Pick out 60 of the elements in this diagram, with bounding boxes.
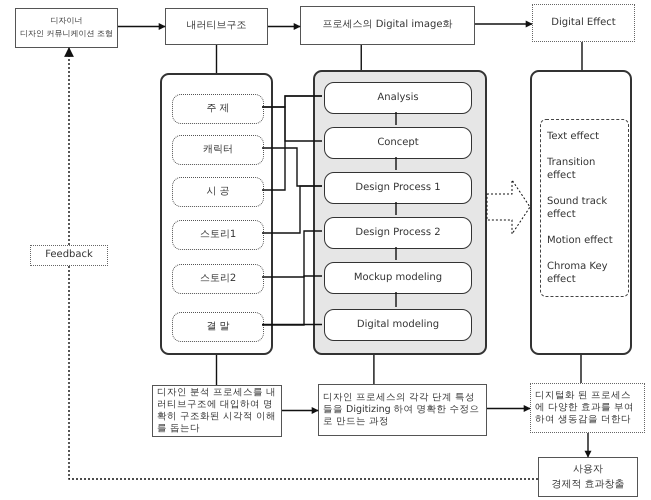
connector-line bbox=[262, 275, 322, 326]
connector-line bbox=[395, 247, 397, 260]
step-box: 결 말 bbox=[172, 312, 264, 342]
step-box: Concept bbox=[324, 127, 472, 159]
effect-list-box bbox=[540, 119, 629, 297]
step-box: Mockup modeling bbox=[324, 262, 472, 294]
arrow bbox=[282, 407, 319, 414]
effect-label: Sound track effect bbox=[547, 194, 608, 221]
arrow bbox=[475, 20, 533, 28]
arrow bbox=[118, 23, 166, 30]
box-label: 경제적 효과창출 bbox=[551, 478, 625, 492]
connector-line bbox=[68, 266, 538, 480]
connector-line bbox=[262, 106, 322, 142]
process-box: Digital Effect bbox=[532, 4, 635, 42]
connector-line bbox=[216, 355, 218, 385]
arrow bbox=[487, 405, 531, 412]
connector-line bbox=[262, 230, 322, 278]
connector-line bbox=[580, 355, 582, 383]
step-box: 스토리1 bbox=[172, 220, 264, 250]
connector-line bbox=[360, 45, 362, 70]
connector-line bbox=[395, 157, 397, 170]
block-arrow bbox=[486, 178, 531, 236]
connector-line bbox=[262, 324, 322, 326]
process-box: 디자인 프로세스의 각각 단계 특성들을 Digitizing 하여 명확한 수정으로 만드는 과정 bbox=[318, 384, 487, 436]
connector-line bbox=[216, 45, 218, 73]
process-box: 내러티브구조 bbox=[165, 8, 268, 45]
step-box: Analysis bbox=[324, 82, 472, 114]
process-box bbox=[15, 8, 118, 48]
effect-label: Transition effect bbox=[547, 156, 596, 182]
process-box: 프로세스의 Digital image화 bbox=[300, 6, 475, 45]
connector-line bbox=[373, 355, 375, 384]
step-box: Design Process 2 bbox=[324, 217, 472, 249]
step-box: 주 제 bbox=[172, 94, 264, 124]
connector-line bbox=[395, 112, 397, 125]
group-panel bbox=[160, 73, 273, 355]
box-label: 사용자 bbox=[573, 463, 603, 477]
step-box: Digital modeling bbox=[324, 309, 472, 341]
effect-label: Text effect bbox=[547, 130, 600, 144]
arrow bbox=[64, 47, 74, 245]
connector-line bbox=[395, 202, 397, 215]
process-box bbox=[538, 457, 638, 497]
arrow bbox=[584, 433, 592, 458]
step-box: 스토리2 bbox=[172, 264, 264, 294]
step-box: Design Process 1 bbox=[324, 172, 472, 204]
group-panel bbox=[530, 70, 632, 355]
step-box: 캐릭터 bbox=[172, 135, 264, 165]
effect-label: Motion effect bbox=[547, 234, 613, 247]
step-box: 시 공 bbox=[172, 177, 264, 207]
effect-label: Chroma Key effect bbox=[547, 260, 609, 286]
connector-line bbox=[395, 292, 397, 307]
process-box: 디자인 분석 프로세스를 내러티브구조에 대입하여 명확히 구조화된 시각적 이해를 돕는다 bbox=[152, 385, 282, 437]
box-label: 디자이너 bbox=[50, 15, 82, 28]
arrow bbox=[268, 23, 301, 30]
box-label: 디자인 커뮤니케이션 조형 bbox=[20, 28, 114, 40]
feedback-box: Feedback bbox=[30, 245, 108, 266]
connector-line bbox=[262, 185, 322, 234]
connector-line bbox=[262, 95, 322, 191]
group-panel bbox=[313, 70, 487, 355]
connector-line bbox=[581, 42, 583, 70]
process-box: 디지털화 된 프로세스에 다양한 효과를 부여하여 생동감을 더한다 bbox=[530, 383, 645, 433]
